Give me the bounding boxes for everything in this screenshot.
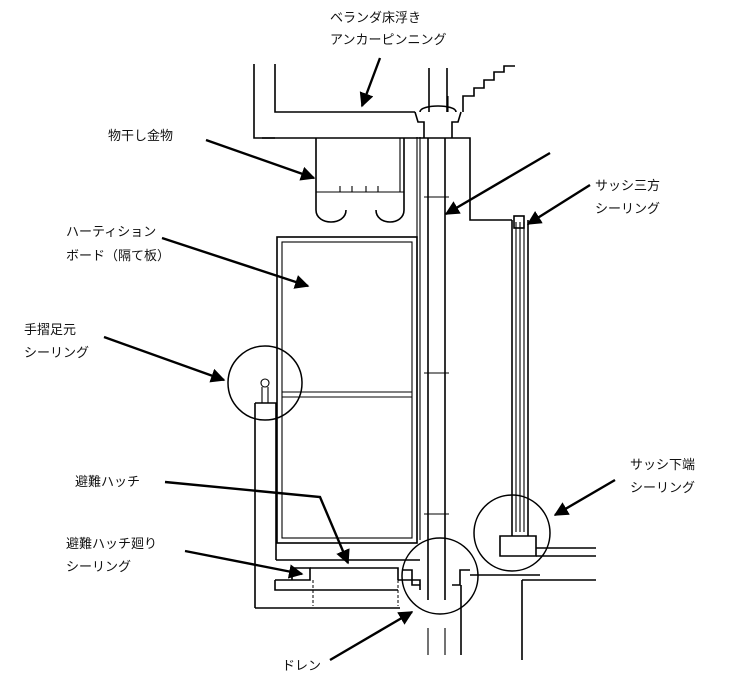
label-hatch-seal-line2: シーリング	[66, 560, 131, 575]
arrow-veranda-anchor	[359, 57, 382, 108]
upper-slab	[253, 64, 515, 221]
label-sash-three-line2: シーリング	[595, 202, 660, 217]
lower-slab	[255, 567, 470, 655]
label-clothes-hanger: 物干し金物	[108, 128, 173, 144]
label-veranda-anchor-line1: ベランダ床浮き	[330, 11, 421, 26]
label-hatch: 避難ハッチ	[75, 475, 140, 490]
leader-arrows	[103, 57, 616, 662]
arrow-handrail	[103, 335, 226, 383]
arrow-partition	[161, 236, 310, 289]
handrail-seal-callout	[227, 345, 303, 421]
sash-bottom-callout	[473, 494, 551, 572]
label-hatch-seal-line1: 避難ハッチ廻り	[66, 537, 157, 552]
label-drain: ドレン	[282, 659, 321, 674]
arrow-hatch-seal	[184, 549, 304, 579]
label-sash-bottom-line2: シーリング	[630, 481, 695, 496]
label-partition-line1: ハーティション	[66, 225, 156, 240]
label-sash-three-line1: サッシ三方	[595, 178, 660, 194]
arrow-hatch	[164, 480, 350, 565]
arrow-drain-pipe	[444, 151, 551, 216]
window-sash	[470, 215, 596, 660]
arrow-clothes-hanger	[205, 138, 316, 181]
label-veranda-anchor-line2: アンカーピンニング	[330, 33, 446, 48]
drain-pipe	[414, 68, 462, 655]
arrow-drain	[329, 610, 414, 662]
drain-callout	[401, 537, 479, 615]
label-sash-bottom-line1: サッシ下端	[630, 458, 695, 473]
partition-board	[276, 236, 418, 544]
label-partition-line2: ボード（隔て板）	[66, 249, 170, 264]
label-handrail-line2: シーリング	[24, 346, 89, 361]
arrow-sash-three	[526, 183, 591, 226]
arrow-sash-bottom	[553, 478, 616, 517]
clothes-hanger-bracket	[315, 138, 405, 223]
label-handrail-line1: 手摺足元	[24, 323, 76, 338]
